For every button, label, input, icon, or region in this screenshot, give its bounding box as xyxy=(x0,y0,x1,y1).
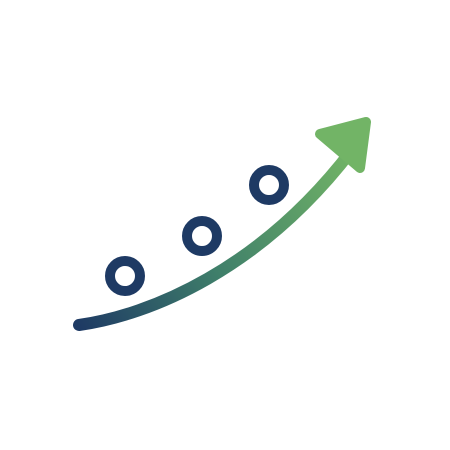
milestone-circle-1-icon xyxy=(105,256,145,296)
milestone-circle-2-icon xyxy=(182,216,222,256)
arrowhead-icon xyxy=(315,117,371,173)
rising-curve xyxy=(73,144,358,331)
milestone-circle-3-icon xyxy=(249,165,289,205)
